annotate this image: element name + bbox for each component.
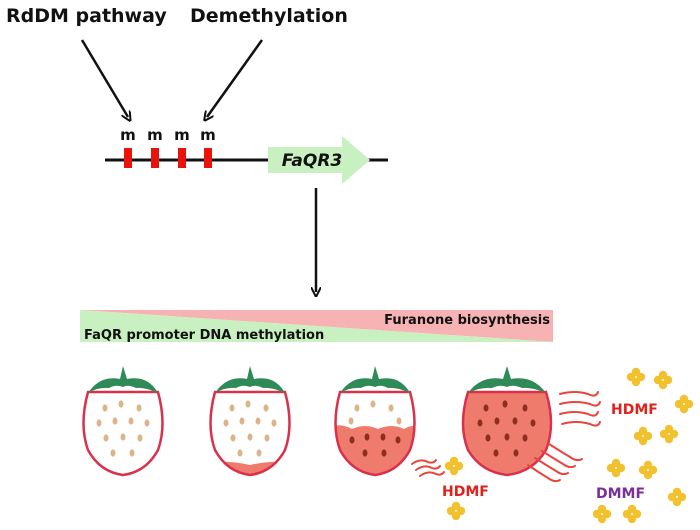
seeds	[223, 400, 277, 457]
demethylation-arrow	[207, 39, 264, 117]
hdmf-label-small: HDMF	[442, 484, 489, 500]
methylation-site	[124, 148, 132, 168]
strawberry-ripe	[461, 366, 553, 477]
strawberry-leaves	[215, 366, 285, 393]
promoter-methylation-label: FaQR promoter DNA methylation	[84, 328, 324, 343]
rddm-arrow	[80, 39, 128, 117]
methylation-site	[178, 148, 186, 168]
methylation-mark-label: m	[174, 126, 190, 144]
strawberry-leaves	[88, 366, 158, 393]
strawberry-unripe	[82, 366, 164, 477]
methylation-site	[204, 148, 212, 168]
aroma-waves-small	[411, 459, 445, 477]
methylation-site	[151, 148, 159, 168]
faqr3-gene-label: FaQR3	[282, 151, 343, 171]
strawberry-leaves	[340, 366, 410, 393]
seeds	[349, 433, 401, 457]
aroma-waves-lower	[527, 443, 583, 483]
dmmf-label: DMMF	[596, 486, 645, 502]
strawberry-turning	[209, 366, 291, 477]
aroma-waves-right	[559, 391, 601, 427]
faqr3-gene-arrow	[268, 136, 370, 184]
methylation-mark-label: m	[147, 126, 163, 144]
strawberry-leaves	[468, 366, 546, 393]
furanone-biosynthesis-label: Furanone biosynthesis	[384, 313, 550, 328]
methylation-mark-label: m	[120, 126, 136, 144]
rddm-pathway-label: RdDM pathway	[6, 5, 167, 27]
seeds	[96, 400, 150, 457]
strawberry-half-ripe	[334, 366, 416, 477]
demethylation-label: Demethylation	[190, 5, 348, 27]
methylation-mark-label: m	[200, 126, 216, 144]
seeds	[477, 400, 536, 457]
hdmf-label-large: HDMF	[611, 402, 658, 418]
methylation-gradient-bar	[80, 310, 553, 342]
seeds	[348, 400, 402, 425]
